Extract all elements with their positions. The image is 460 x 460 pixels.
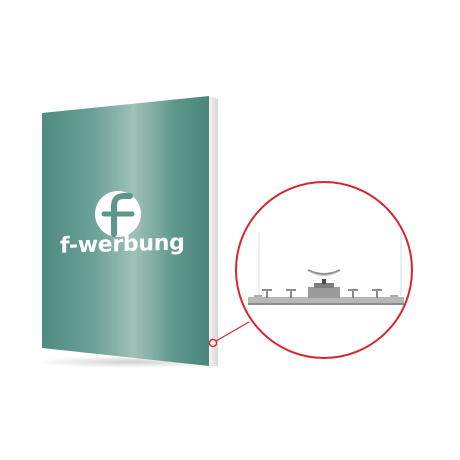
callout-connector xyxy=(215,321,250,342)
brand-name-text: f-werbung xyxy=(60,230,185,259)
profile-cross-section-icon xyxy=(248,232,404,305)
callout-marker xyxy=(208,338,218,348)
frame-side-edge xyxy=(209,96,218,366)
detail-callout-ring-icon xyxy=(235,181,413,359)
brand-logo-icon xyxy=(95,191,141,237)
